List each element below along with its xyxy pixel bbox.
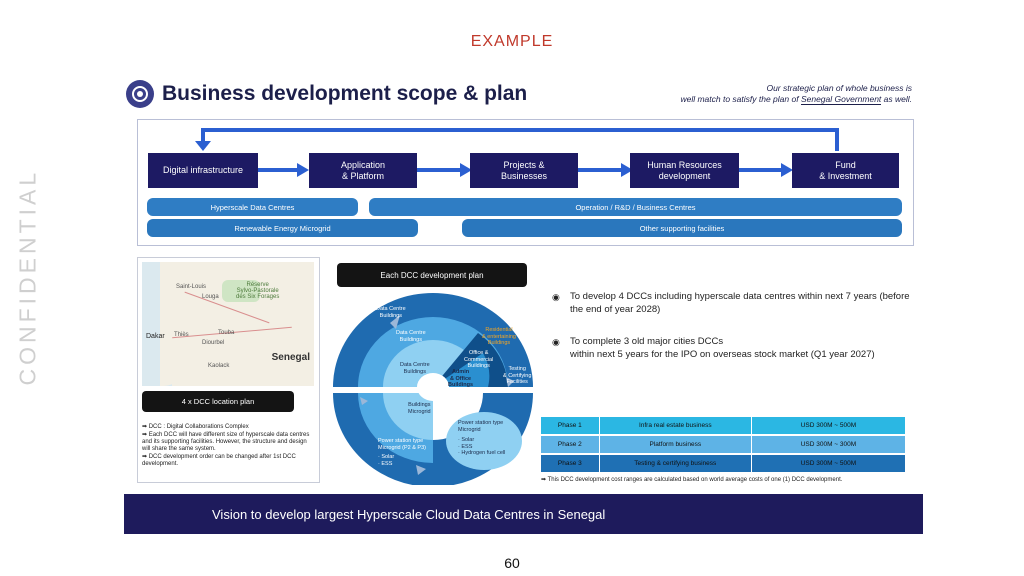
dcc-notes: ➡ DCC : Digital Collaborations Complex ➡… (142, 424, 314, 469)
ps-outer-title: Power station type Microgrid (P2 & P3) (378, 438, 426, 451)
strategic-line-1: Our strategic plan of whole business is (766, 83, 912, 93)
pill-other-facilities: Other supporting facilities (462, 219, 902, 237)
phase-cost: USD 300M ~ 500M (750, 417, 905, 434)
map-label-kaolack: Kaolack (208, 363, 230, 369)
company-logo-icon (126, 80, 154, 108)
location-plan-label: 4 x DCC location plan (142, 391, 294, 412)
dcc-label-ps-inner: Power station type Microgrid · Solar · E… (458, 420, 505, 457)
senegal-map: Saint-Louis Louga Réserve Sylvo-Pastoral… (142, 262, 314, 386)
map-label-thies: Thiès (174, 332, 189, 338)
ps-inner-title: Power station type Microgrid (458, 420, 504, 433)
phase-cost: USD 300M ~ 500M (750, 455, 905, 472)
confidential-watermark: CONFIDENTIAL (14, 168, 41, 386)
bullet-text: To develop 4 DCCs including hyperscale d… (570, 291, 910, 315)
flow-step-projects-businesses: Projects & Businesses (470, 153, 578, 188)
note-item: ➡ DCC : Digital Collaborations Complex (142, 424, 249, 430)
pill-hyperscale: Hyperscale Data Centres (147, 198, 358, 216)
power-station-box (446, 412, 522, 470)
radio-bullet-icon: ◉ (552, 292, 560, 302)
flow-step-label: Projects & Businesses (500, 159, 548, 181)
flow-step-label: Digital infrastructure (162, 165, 244, 175)
phase-row: Phase 2 Platform business USD 300M ~ 300… (541, 436, 905, 453)
dcc-label-ps-outer: Power station type Microgrid (P2 & P3) ·… (378, 438, 426, 467)
radio-bullet-icon: ◉ (552, 337, 560, 347)
flow-step-fund-investment: Fund & Investment (792, 153, 899, 188)
dcc-label-mid: Data Centre Buildings (396, 330, 426, 343)
map-label-louga: Louga (202, 294, 219, 300)
dcc-label-testing: Testing & Certifying Facilities (503, 366, 532, 385)
phase-business: Testing & certifying business (598, 455, 751, 472)
map-label-diourbel: Diourbel (202, 340, 225, 346)
pill-renewable: Renewable Energy Microgrid (147, 219, 418, 237)
phase-business: Platform business (598, 436, 751, 453)
strategic-line-2b: as well. (883, 94, 912, 104)
pill-operation: Operation / R&D / Business Centres (369, 198, 902, 216)
senegal-government-text: Senegal Government (800, 94, 882, 105)
strategic-line-2a: well match to satisfy the plan of (680, 94, 799, 104)
bullet-item-1: ◉ To develop 4 DCCs including hyperscale… (552, 290, 912, 316)
strategic-note: Our strategic plan of whole business is … (620, 83, 912, 105)
map-country-label: Senegal (271, 352, 310, 363)
flow-step-label: Application & Platform (340, 159, 386, 181)
vision-banner: Vision to develop largest Hyperscale Clo… (124, 494, 923, 534)
flow-step-human-resources: Human Resources development (630, 153, 739, 188)
note-item: ➡ Each DCC will have different size of h… (142, 432, 310, 452)
dcc-plan-title: Each DCC development plan (337, 263, 527, 287)
cost-note: ➡ This DCC development cost ranges are c… (541, 477, 843, 483)
dcc-label-outer: Data Centre Buildings (376, 306, 406, 319)
flow-step-digital-infrastructure: Digital infrastructure (148, 153, 258, 188)
phase-business: Infra real estate business (598, 417, 751, 434)
map-label-dakar: Dakar (146, 333, 165, 340)
phase-label: Phase 2 (557, 441, 582, 448)
flow-arrows (195, 128, 839, 177)
flow-step-label: Fund & Investment (819, 159, 872, 181)
vision-text: Vision to develop largest Hyperscale Clo… (212, 506, 554, 522)
phase-label: Phase 3 (557, 460, 582, 467)
dcc-label-admin: Admin & Office Buildings (448, 369, 474, 388)
dcc-label-residential: Residential & entertaining Buildings (482, 327, 516, 346)
map-label-saint-louis: Saint-Louis (176, 284, 207, 290)
dcc-label-inner: Data Centre Buildings (400, 362, 430, 375)
map-label-touba: Touba (218, 330, 235, 336)
ps-inner-items: · Solar · ESS · Hydrogen fuel cell (458, 437, 506, 456)
ps-outer-items: · Solar · ESS (378, 454, 395, 467)
map-label-reserve: Réserve Sylvo-Pastorale des Six Forages (236, 282, 280, 300)
bullet-text: To complete 3 old major cities DCCs with… (570, 336, 875, 360)
example-watermark: EXAMPLE (470, 33, 554, 50)
page-title: Business development scope & plan (162, 82, 528, 105)
flow-step-label: Human Resources development (647, 159, 722, 181)
strategic-line-2: well match to satisfy the plan of Senega… (620, 94, 912, 105)
phase-label: Phase 1 (557, 422, 582, 429)
page-number: 60 (504, 555, 520, 571)
bullet-item-2: ◉ To complete 3 old major cities DCCs wi… (552, 335, 912, 361)
phase-row: Phase 3 Testing & certifying business US… (541, 455, 905, 472)
dcc-label-office: Office & Commercial Buildings (464, 350, 494, 369)
phase-cost: USD 300M ~ 300M (750, 436, 905, 453)
flow-step-application-platform: Application & Platform (309, 153, 417, 188)
dcc-label-microgrid: Buildings Microgrid (408, 402, 431, 415)
vision-country: Senegal (557, 506, 606, 522)
phase-row: Phase 1 Infra real estate business USD 3… (541, 417, 905, 434)
note-item: ➡ DCC development order can be changed a… (142, 454, 296, 467)
